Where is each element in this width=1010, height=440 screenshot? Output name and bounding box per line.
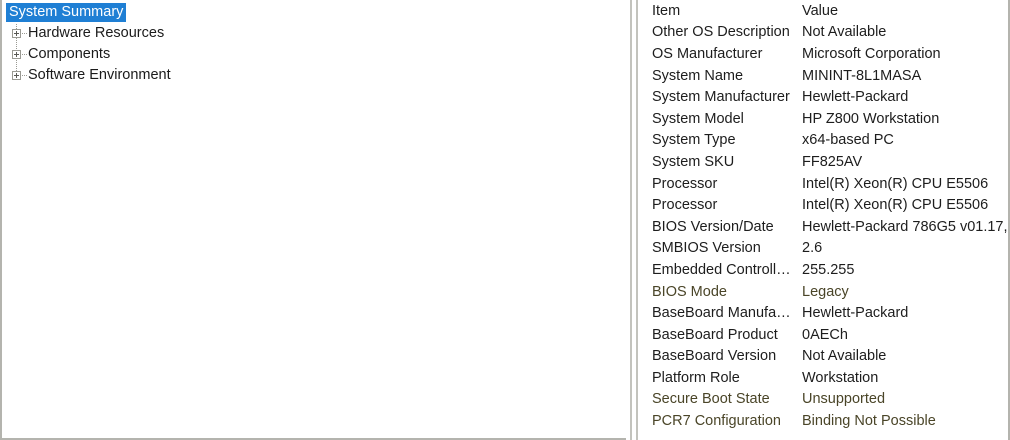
detail-item-label: System Type	[652, 132, 736, 149]
detail-item-label: BIOS Version/Date	[652, 218, 774, 235]
tree-connector-stub	[22, 33, 27, 34]
details-column-header-row[interactable]: Item Value	[636, 0, 1008, 22]
detail-item-value: Hewlett-Packard	[802, 89, 909, 106]
details-row[interactable]: Other OS Description Not Available	[636, 22, 1008, 44]
details-row[interactable]: System Name MININT-8L1MASA	[636, 65, 1008, 87]
detail-item-value: HP Z800 Workstation	[802, 110, 940, 127]
details-row[interactable]: System Manufacturer Hewlett-Packard	[636, 86, 1008, 108]
panel-splitter[interactable]	[626, 0, 636, 440]
details-row[interactable]: SMBIOS Version 2.6	[636, 238, 1008, 260]
detail-item-label: BaseBoard Manufacturer	[652, 305, 796, 322]
detail-item-label: BaseBoard Product	[652, 326, 778, 343]
plus-box-icon[interactable]	[12, 71, 21, 80]
detail-item-label: Platform Role	[652, 369, 740, 386]
details-row[interactable]: Embedded Controller V... 255.255	[636, 259, 1008, 281]
tree-item-label: Hardware Resources	[28, 25, 165, 41]
detail-item-label: PCR7 Configuration	[652, 413, 781, 430]
detail-item-label: System SKU	[652, 153, 735, 170]
detail-item-label: BIOS Mode	[652, 283, 727, 300]
details-row[interactable]: System Model HP Z800 Workstation	[636, 108, 1008, 130]
detail-item-value: 255.255	[802, 261, 855, 278]
detail-item-label: OS Manufacturer	[652, 45, 763, 62]
tree-connector-stub	[22, 54, 27, 55]
details-row[interactable]: System Type x64-based PC	[636, 130, 1008, 152]
column-header-value: Value	[802, 2, 839, 19]
details-row[interactable]: PCR7 Configuration Binding Not Possible	[636, 410, 1008, 432]
details-row[interactable]: Secure Boot State Unsupported	[636, 389, 1008, 411]
tree-item-hardware-resources[interactable]: Hardware Resources	[2, 23, 626, 44]
details-row[interactable]: BIOS Version/Date Hewlett-Packard 786G5 v…	[636, 216, 1008, 238]
tree-connector-stub	[22, 75, 27, 76]
tree-item-label: System Summary	[6, 3, 127, 22]
detail-item-label: BaseBoard Version	[652, 348, 777, 365]
detail-item-value: Hewlett-Packard	[802, 305, 909, 322]
detail-item-value: Not Available	[802, 348, 887, 365]
details-row[interactable]: BaseBoard Product 0AECh	[636, 324, 1008, 346]
detail-item-value: MININT-8L1MASA	[802, 67, 922, 84]
details-row[interactable]: Platform Role Workstation	[636, 367, 1008, 389]
tree-item-software-environment[interactable]: Software Environment	[2, 65, 626, 86]
detail-item-label: System Name	[652, 67, 744, 84]
detail-item-value: Workstation	[802, 369, 879, 386]
detail-item-value: x64-based PC	[802, 132, 894, 149]
plus-box-icon[interactable]	[12, 29, 21, 38]
detail-item-value: Unsupported	[802, 391, 886, 408]
details-row[interactable]: BIOS Mode Legacy	[636, 281, 1008, 303]
tree-item-label: Components	[28, 46, 111, 62]
detail-item-label: Processor	[652, 197, 718, 214]
detail-item-label: System Manufacturer	[652, 89, 790, 106]
details-row[interactable]: Processor Intel(R) Xeon(R) CPU E5506	[636, 173, 1008, 195]
detail-item-value: Legacy	[802, 283, 849, 300]
detail-item-label: Embedded Controller V...	[652, 261, 796, 278]
detail-item-value: Intel(R) Xeon(R) CPU E5506	[802, 175, 989, 192]
detail-item-label: Secure Boot State	[652, 391, 770, 408]
detail-item-value: 0AECh	[802, 326, 848, 343]
detail-item-label: System Model	[652, 110, 744, 127]
details-row[interactable]: Processor Intel(R) Xeon(R) CPU E5506	[636, 194, 1008, 216]
detail-item-value: 2.6	[802, 240, 823, 257]
detail-item-value: Binding Not Possible	[802, 413, 936, 430]
details-row[interactable]: System SKU FF825AV	[636, 151, 1008, 173]
details-row[interactable]: BaseBoard Manufacturer Hewlett-Packard	[636, 302, 1008, 324]
detail-item-label: Other OS Description	[652, 24, 790, 41]
column-header-item: Item	[652, 2, 681, 19]
details-row[interactable]: OS Manufacturer Microsoft Corporation	[636, 43, 1008, 65]
detail-item-value: FF825AV	[802, 153, 863, 170]
detail-item-value: Microsoft Corporation	[802, 45, 941, 62]
tree-item-components[interactable]: Components	[2, 44, 626, 65]
detail-item-value: Hewlett-Packard 786G5 v01.17, 8/	[802, 218, 1008, 235]
plus-box-icon[interactable]	[12, 50, 21, 59]
tree-item-system-summary[interactable]: System Summary	[2, 2, 626, 23]
detail-item-label: SMBIOS Version	[652, 240, 761, 257]
tree-item-label: Software Environment	[28, 67, 171, 83]
details-row[interactable]: BaseBoard Version Not Available	[636, 346, 1008, 368]
detail-item-value: Intel(R) Xeon(R) CPU E5506	[802, 197, 989, 214]
detail-item-label: Processor	[652, 175, 718, 192]
detail-item-value: Not Available	[802, 24, 887, 41]
